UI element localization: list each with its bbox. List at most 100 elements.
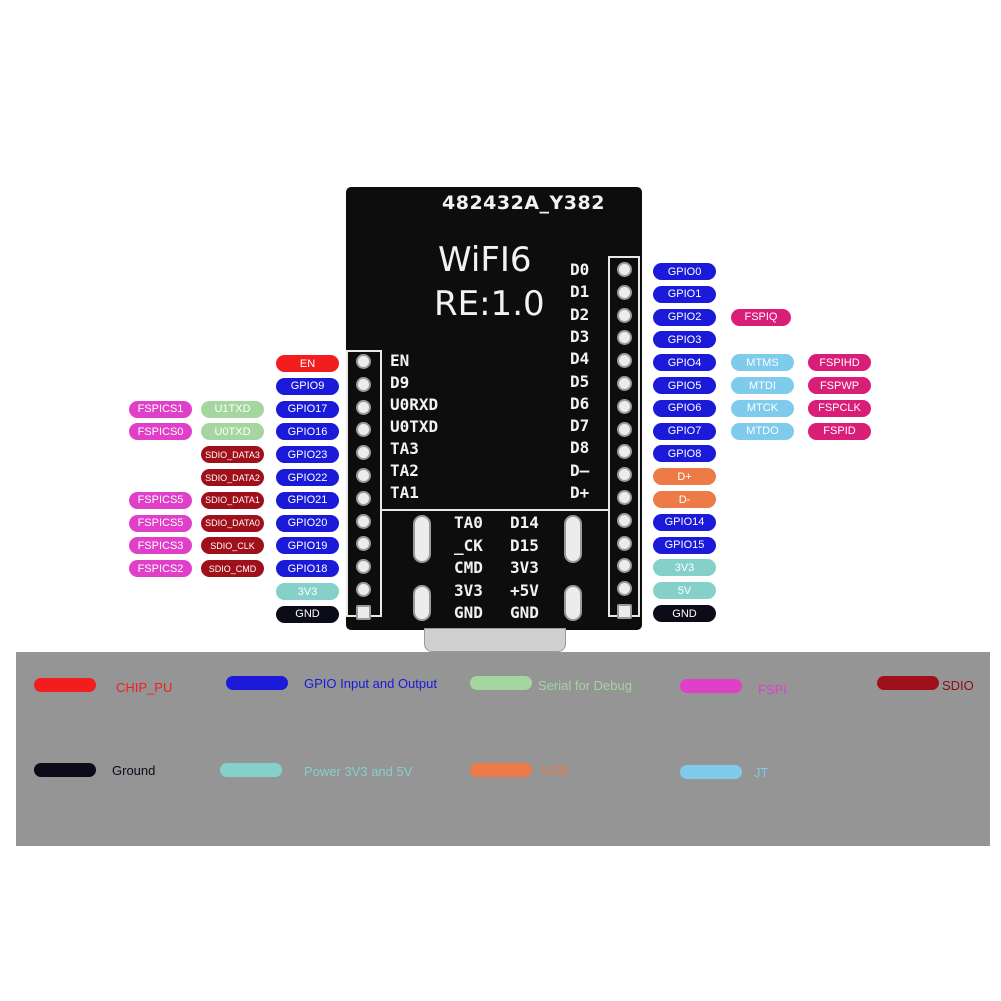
- left-pin-label: FSPICS2: [129, 560, 192, 578]
- right-pin-label: GPIO14: [653, 513, 716, 531]
- left-pin-label: GPIO9: [276, 377, 339, 395]
- left-pin-label: GPIO18: [276, 560, 339, 578]
- right-pin-label: GND: [653, 605, 716, 622]
- board-silk-right-pin: D3: [570, 326, 590, 346]
- left-pin-label: SDIO_DATA1: [201, 491, 264, 509]
- right-pin-label: GPIO4: [653, 354, 716, 372]
- legend-label: SDIO: [942, 678, 974, 693]
- right-pin-pad: [617, 307, 632, 323]
- legend-swatch: [470, 676, 532, 690]
- right-pin-label: D+: [653, 468, 716, 486]
- right-pin-pad: [617, 558, 632, 574]
- legend-swatch: [680, 765, 742, 779]
- right-pin-label: MTMS: [731, 354, 794, 372]
- right-pin-label: FSPWP: [808, 377, 871, 394]
- left-pin-label: GPIO19: [276, 537, 339, 555]
- left-pin-label: U1TXD: [201, 400, 264, 418]
- legend-swatch: [34, 763, 96, 777]
- left-pin-pad: [356, 354, 371, 369]
- left-pin-pad: [356, 445, 371, 461]
- right-pin-pad: [617, 262, 632, 277]
- right-pin-label: GPIO1: [653, 285, 716, 303]
- right-pin-pad: [617, 353, 632, 369]
- right-pin-pad: [617, 581, 632, 597]
- legend-label: GPIO Input and Output: [304, 676, 437, 691]
- left-pin-pad: [356, 559, 371, 575]
- board-silk-left-pin: D9: [390, 373, 410, 392]
- left-pin-label: SDIO_DATA3: [201, 446, 264, 464]
- board-silk-right-pin: D0: [570, 260, 590, 279]
- left-pin-label: GPIO23: [276, 446, 339, 464]
- legend-label: Power 3V3 and 5V: [304, 764, 413, 779]
- board-silk-bottom-left: 3V3: [454, 580, 483, 600]
- right-pin-pad: [617, 444, 632, 460]
- right-pin-pad: [617, 376, 632, 391]
- left-pin-label: GPIO16: [276, 423, 339, 441]
- board-id-label: 482432A_Y382: [442, 192, 605, 214]
- left-pin-pad: [356, 468, 371, 483]
- right-pin-label: GPIO6: [653, 399, 716, 417]
- left-pin-label: FSPICS5: [129, 514, 192, 532]
- left-pin-label: SDIO_DATA2: [201, 469, 264, 486]
- right-pin-label: GPIO7: [653, 422, 716, 440]
- board-silk-bottom-left: _CK: [454, 535, 483, 555]
- board-silk-bottom-right: +5V: [510, 580, 539, 600]
- left-pin-label: FSPICS3: [129, 537, 192, 555]
- left-pin-pad: [356, 582, 371, 597]
- legend-label: FSPI: [758, 682, 787, 697]
- right-pin-label: FSPIHD: [808, 354, 871, 372]
- mount-slot-bottom-right: [564, 585, 582, 621]
- right-pin-label: FSPID: [808, 422, 871, 440]
- mount-slot-left: [413, 515, 431, 563]
- legend-swatch: [877, 676, 939, 690]
- right-pin-label: GPIO3: [653, 331, 716, 349]
- board-silk-bottom-left: TA0: [454, 513, 483, 532]
- right-pin-pad: [617, 535, 632, 551]
- left-pin-label: SDIO_CLK: [201, 537, 264, 555]
- right-pin-pad: [617, 330, 632, 346]
- left-pin-label: SDIO_CMD: [201, 560, 264, 578]
- left-pin-label: GPIO17: [276, 400, 339, 418]
- legend-label: USB: [542, 763, 569, 778]
- right-pin-label: MTDI: [731, 377, 794, 394]
- left-pin-label: FSPICS5: [129, 491, 192, 509]
- board-silk-left-pin: EN: [390, 351, 410, 370]
- right-pin-pad: [617, 512, 632, 528]
- legend-label: Serial for Debug: [538, 678, 632, 693]
- right-pin-pad: [617, 467, 632, 483]
- right-pin-pad: [617, 490, 632, 505]
- right-pin-label: MTDO: [731, 422, 794, 440]
- bottom-divider-line: [382, 509, 608, 511]
- right-pin-pad: [617, 604, 632, 619]
- left-pin-label: 3V3: [276, 583, 339, 600]
- board-silk-bottom-left: GND: [454, 603, 483, 622]
- right-pin-label: FSPIQ: [731, 308, 791, 326]
- left-pin-label: GPIO22: [276, 469, 339, 486]
- right-pin-pad: [617, 421, 632, 437]
- legend-swatch: [470, 763, 532, 777]
- right-pin-label: GPIO2: [653, 308, 716, 326]
- legend-swatch: [226, 676, 288, 690]
- right-pin-label: 3V3: [653, 559, 716, 577]
- right-pin-label: 5V: [653, 582, 716, 600]
- board-silk-bottom-right: D15: [510, 535, 539, 555]
- left-pin-pad: [356, 604, 371, 620]
- board-silk-right-pin: D8: [570, 438, 590, 458]
- right-pin-label: GPIO8: [653, 445, 716, 463]
- board-silk-left-pin: TA3: [390, 439, 419, 458]
- legend-label: JT: [754, 765, 769, 780]
- left-pin-pad: [356, 490, 371, 506]
- right-pin-pad: [617, 284, 632, 300]
- left-pin-label: FSPICS1: [129, 400, 192, 418]
- legend-swatch: [220, 763, 282, 777]
- board-silk-right-pin: D5: [570, 371, 590, 391]
- right-pin-label: GPIO0: [653, 263, 716, 280]
- left-pin-pad: [356, 536, 371, 552]
- legend-label: Ground: [112, 763, 156, 778]
- board-silk-bottom-right: D14: [510, 513, 539, 532]
- board-silk-right-pin: D4: [570, 349, 590, 369]
- legend-swatch: [680, 679, 742, 693]
- board-silk-bottom-right: GND: [510, 603, 539, 622]
